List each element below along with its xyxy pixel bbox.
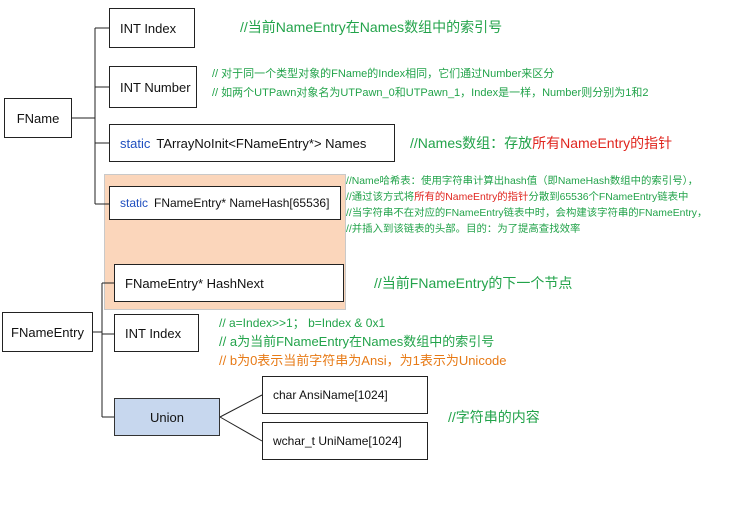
fname-int-index-box: INT Index	[109, 8, 195, 48]
fname-int-number-box: INT Number	[109, 66, 197, 108]
namehash-declaration: FNameEntry* NameHash[65536]	[154, 196, 330, 210]
comment-hash-line2-suffix: 分散到65536个FNameEntry链表中	[528, 192, 689, 203]
comment-hash-line4: //并插入到该链表的头部。目的：为了提高查找效率	[346, 224, 581, 235]
fname-root-label: FName	[16, 110, 60, 126]
comment-index: //当前NameEntry在Names数组中的索引号	[240, 19, 503, 35]
comment-names-prefix: //Names数组：存放	[410, 135, 533, 151]
fnameentry-int-index-label: INT Index	[125, 325, 182, 341]
fnameentry-root-label: FNameEntry	[11, 324, 84, 340]
comment-names: //Names数组：存放所有NameEntry的指针	[410, 136, 672, 150]
comment-entry-index-line2: // a为当前FNameEntry在Names数组中的索引号	[219, 334, 495, 349]
names-static-keyword: static	[120, 135, 151, 151]
fname-root-box: FName	[4, 98, 72, 138]
union-branch-uni	[219, 416, 263, 442]
comment-names-highlight: 所有NameEntry的指针	[532, 135, 673, 151]
comment-number-line2: // 如两个UTPawn对象名为UTPawn_0和UTPawn_1，Index是…	[212, 87, 649, 99]
comment-union: //字符串的内容	[448, 409, 540, 425]
fnameentry-root-box: FNameEntry	[2, 312, 93, 352]
fname-namehash-box: static FNameEntry* NameHash[65536]	[109, 186, 341, 220]
comment-entry-index-line1: // a=Index>>1； b=Index & 0x1	[219, 316, 386, 330]
ansi-name-declaration: char AnsiName[1024]	[273, 388, 388, 402]
union-branch-ansi	[219, 394, 263, 418]
ansi-name-box: char AnsiName[1024]	[262, 376, 428, 414]
comment-hashnext: //当前FNameEntry的下一个节点	[374, 275, 573, 291]
fname-int-number-label: INT Number	[120, 79, 191, 95]
fname-names-box: static TArrayNoInit<FNameEntry*> Names	[109, 124, 395, 162]
comment-hash-line3: //当字符串不在对应的FNameEntry链表中时，会构建该字符串的FNameE…	[346, 208, 708, 219]
namehash-static-keyword: static	[120, 196, 149, 210]
comment-number-line1: // 对于同一个类型对象的FName的Index相同，它们通过Number来区分	[212, 68, 555, 80]
fnameentry-int-index-box: INT Index	[114, 314, 199, 352]
comment-entry-index-line3: // b为0表示当前字符串为Ansi，为1表示为Unicode	[219, 353, 507, 368]
comment-hash-line1: //Name哈希表：使用字符串计算出hash值（即NameHash数组中的索引号…	[346, 176, 699, 187]
uni-name-box: wchar_t UniName[1024]	[262, 422, 428, 460]
uni-name-declaration: wchar_t UniName[1024]	[273, 434, 402, 448]
comment-hash-line2: //通过该方式将所有的NameEntry的指针分散到65536个FNameEnt…	[346, 192, 689, 203]
hashnext-declaration: FNameEntry* HashNext	[125, 275, 264, 291]
comment-hash-line2-highlight: 所有的NameEntry的指针	[414, 192, 529, 203]
comment-hash-line2-prefix: //通过该方式将	[346, 192, 415, 203]
union-label: Union	[150, 409, 184, 425]
fname-int-index-label: INT Index	[120, 20, 177, 36]
union-box: Union	[114, 398, 220, 436]
names-declaration: TArrayNoInit<FNameEntry*> Names	[156, 135, 367, 151]
hashnext-box: FNameEntry* HashNext	[114, 264, 344, 302]
